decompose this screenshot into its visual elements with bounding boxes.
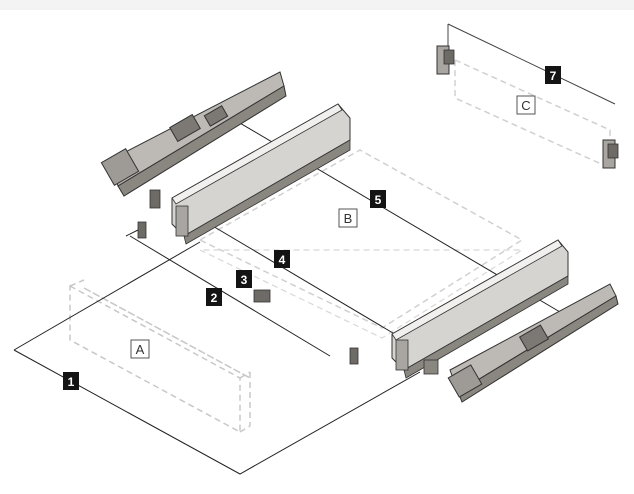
svg-text:3: 3: [241, 273, 248, 287]
svg-text:7: 7: [550, 69, 557, 83]
left-drawer-side: [171, 103, 351, 245]
callout-3: 3: [236, 270, 252, 288]
callout-1: 1: [63, 372, 79, 390]
right-drawer-side: [391, 239, 569, 379]
callout-7: 7: [545, 66, 561, 84]
back-bracket-left: [436, 45, 455, 75]
callout-5: 5: [370, 190, 386, 208]
svg-text:1: 1: [68, 375, 75, 389]
left-runner: [100, 71, 287, 197]
callout-2: 2: [206, 288, 222, 306]
svg-text:4: 4: [279, 253, 286, 267]
front-clip-right: [349, 347, 439, 375]
label-b: B: [338, 208, 358, 228]
label-a: A: [130, 339, 150, 359]
label-c: C: [516, 95, 536, 115]
svg-text:C: C: [521, 98, 530, 113]
svg-text:2: 2: [211, 291, 218, 305]
front-panel-a: [69, 279, 251, 434]
callout-4: 4: [274, 250, 290, 268]
bottom-panel-b: [198, 149, 525, 339]
back-bracket-right: [602, 139, 619, 169]
right-runner: [447, 283, 619, 403]
svg-text:B: B: [344, 211, 353, 226]
front-clip-left: [125, 189, 161, 239]
svg-text:A: A: [136, 342, 145, 357]
top-strip: [0, 0, 634, 10]
svg-text:5: 5: [375, 193, 382, 207]
connector-part-3: [253, 289, 271, 303]
